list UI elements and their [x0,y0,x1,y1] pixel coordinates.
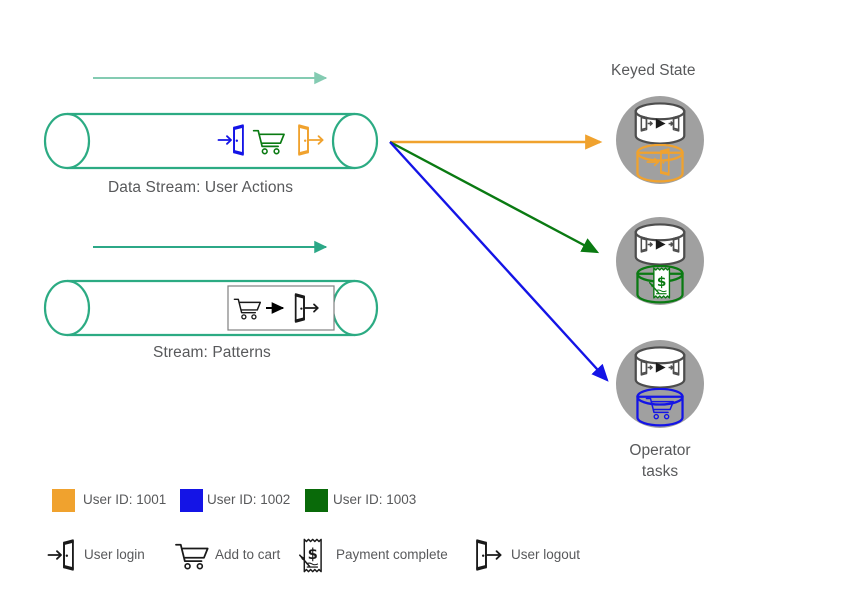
stream-user-actions[interactable] [43,112,379,170]
legend-label-1001: User ID: 1001 [83,492,167,507]
legend-label-payment-complete: Payment complete [336,547,448,562]
legend-label-1002: User ID: 1002 [207,492,291,507]
operator-tasks-line-1: Operator [629,442,691,459]
legend-label-1003: User ID: 1003 [333,492,417,507]
stream-label-user-actions: Data Stream: User Actions [108,179,294,196]
routing-arrow-blue [389,141,609,382]
keyed-state-node-1002[interactable] [616,340,704,428]
keyed-state-node-1003[interactable] [616,217,704,305]
keyed-state-title: Keyed State [611,62,696,79]
pattern-rule-box[interactable] [227,285,335,331]
legend-swatch-1001 [52,489,75,512]
legend-swatch-1003 [305,489,328,512]
legend-label-add-to-cart: Add to cart [215,547,281,562]
legend-label-user-logout: User logout [511,547,581,562]
stream-label-patterns: Stream: Patterns [153,344,271,361]
operator-tasks-label: Operator tasks [580,440,740,483]
keyed-state-node-1001[interactable] [616,96,704,184]
operator-tasks-line-2: tasks [641,463,679,481]
legend-label-user-login: User login [84,547,145,562]
legend-swatch-1002 [180,489,203,512]
routing-arrow-green [389,140,600,254]
